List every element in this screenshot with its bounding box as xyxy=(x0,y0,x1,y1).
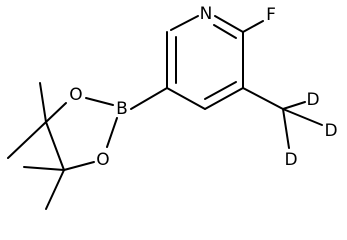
atom-deuterium-2: D xyxy=(324,121,337,141)
bond-o-bottom-c xyxy=(63,161,95,171)
atom-nitrogen: N xyxy=(200,4,213,24)
bond-c4-c5 xyxy=(166,87,206,110)
bond-b-o-bottom xyxy=(106,117,118,148)
molecule-diagram: N F B O O D D D xyxy=(7,4,338,210)
bond-methyl-3 xyxy=(23,166,65,171)
structure-drawing: N F B O O D D D xyxy=(7,4,338,210)
bond-o-top-c xyxy=(45,102,67,123)
bond-c6-n1 xyxy=(170,15,199,31)
bond-c5-b xyxy=(130,87,168,110)
pinacol-boronate xyxy=(7,82,168,210)
bond-b-o-top xyxy=(85,97,114,106)
bond-c-c-ring xyxy=(45,121,65,171)
atom-oxygen-bottom: O xyxy=(96,150,109,170)
atom-oxygen-top: O xyxy=(69,85,82,105)
bond-c3-c4 xyxy=(204,87,244,110)
bond-n1-c2-inner xyxy=(213,24,237,39)
bond-methyl-2 xyxy=(7,121,47,159)
atom-fluorine: F xyxy=(266,5,276,25)
bond-c-d-right xyxy=(282,108,323,126)
bond-methyl-1 xyxy=(39,82,47,123)
pyridine-ring xyxy=(166,15,244,110)
atom-deuterium-1: D xyxy=(306,90,319,110)
atom-deuterium-3: D xyxy=(284,150,297,170)
bond-n1-c2 xyxy=(214,15,244,33)
bond-c-d-bottom xyxy=(282,108,290,149)
bond-c2-f xyxy=(242,20,264,33)
bond-c3-c4-inner xyxy=(204,81,237,100)
trideuteromethyl-group xyxy=(242,87,323,149)
bond-c-d-top xyxy=(282,101,306,110)
bond-methyl-4 xyxy=(45,169,65,210)
bond-c3-cd3 xyxy=(242,87,284,110)
atom-boron: B xyxy=(116,99,128,119)
